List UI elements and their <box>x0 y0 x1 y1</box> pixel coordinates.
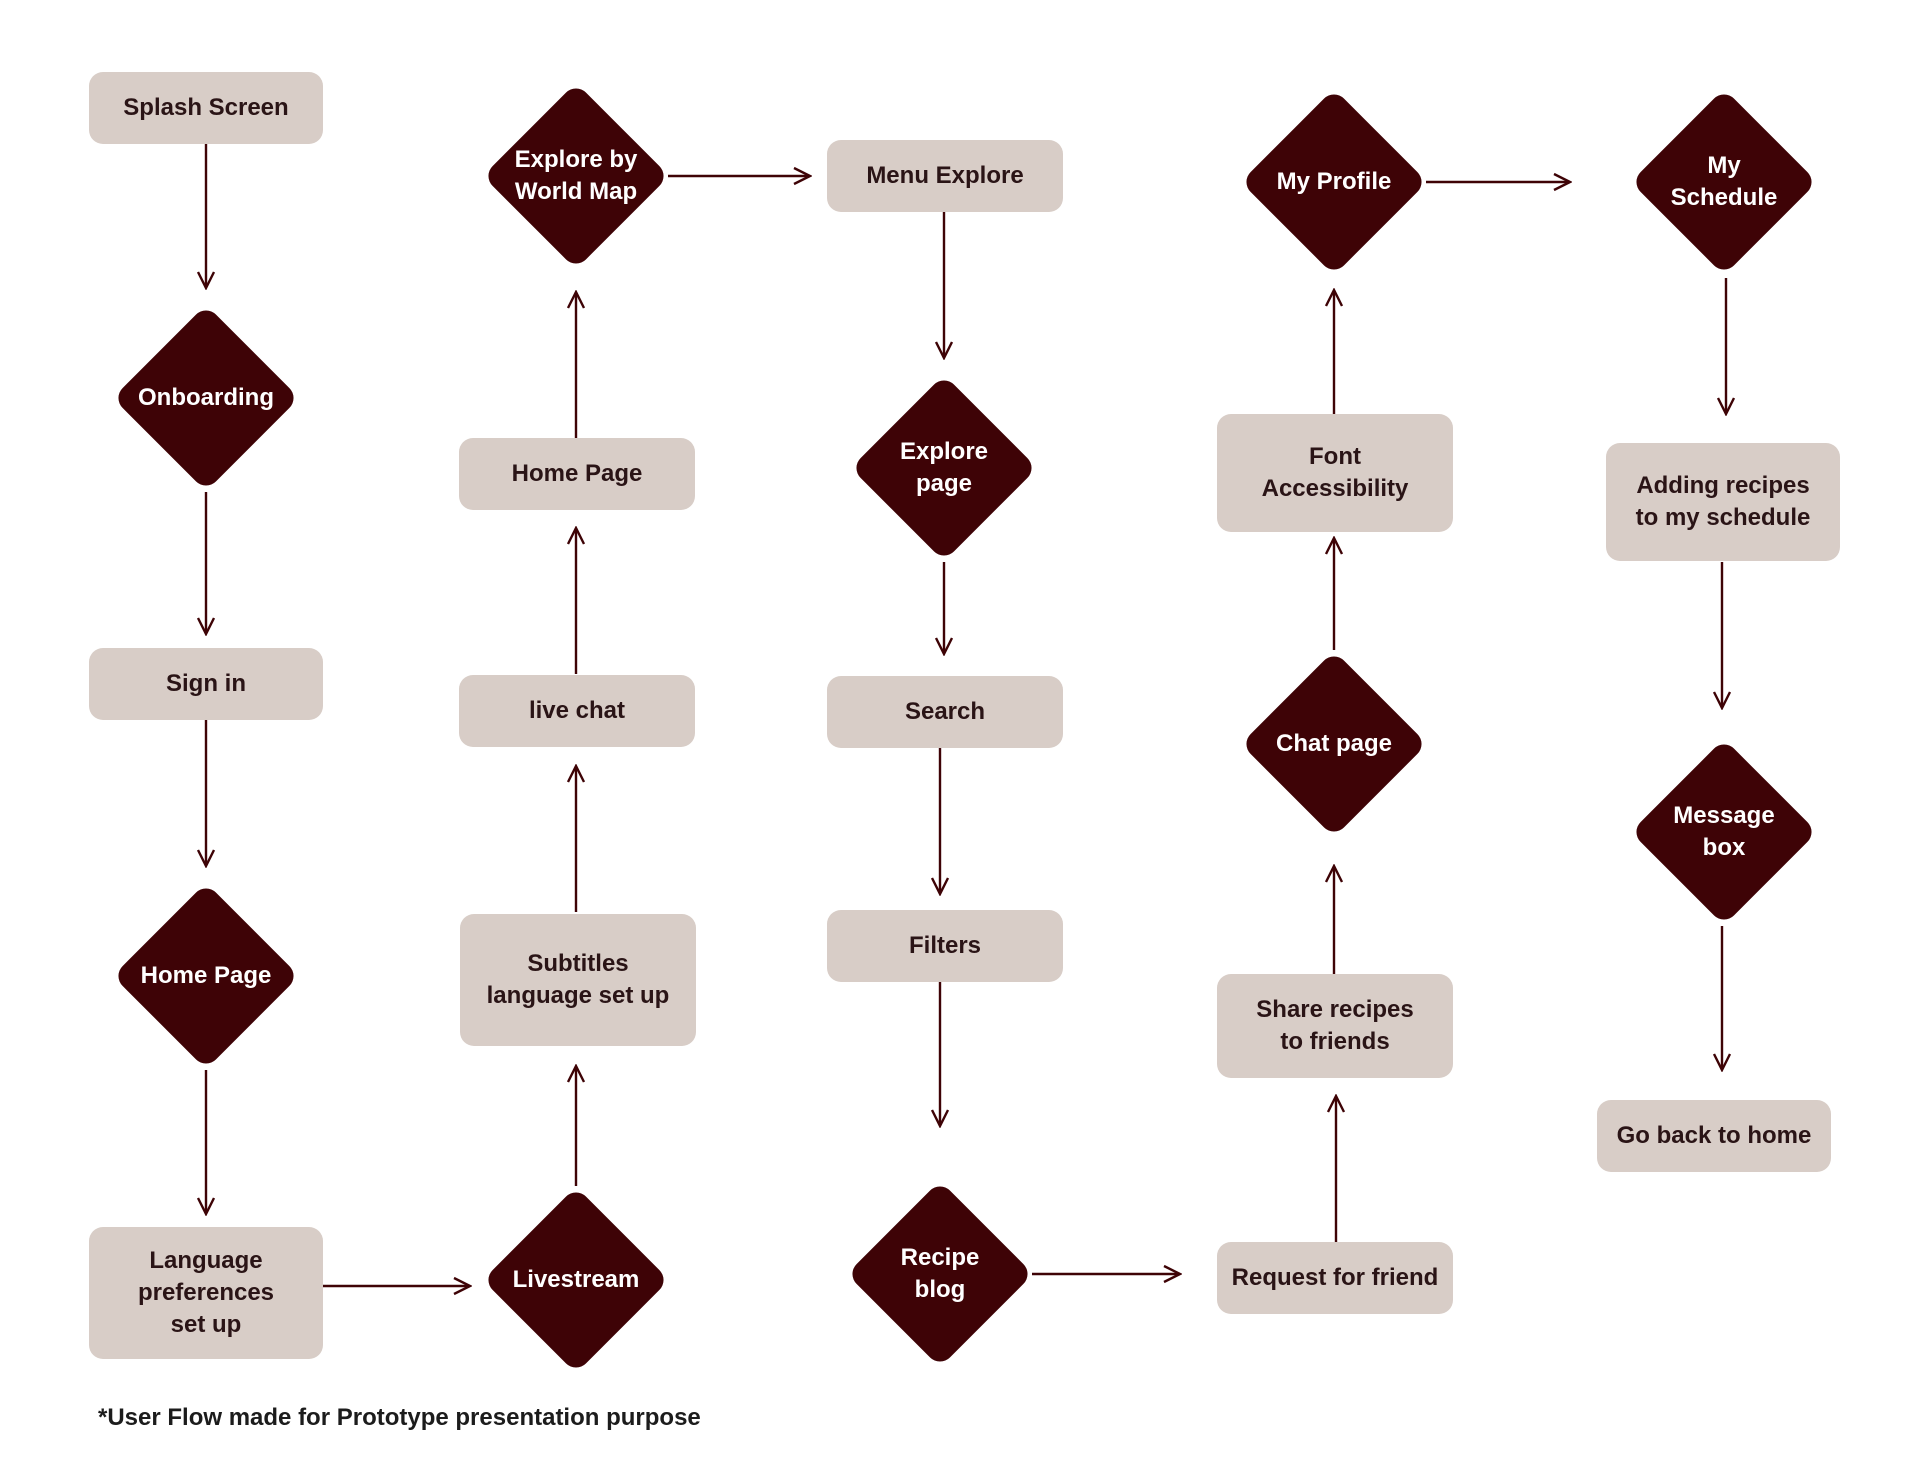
node-my-profile: My Profile <box>1240 88 1428 276</box>
node-label: My Schedule <box>1670 152 1778 211</box>
node-recipe-blog: Recipe blog <box>846 1180 1034 1368</box>
node-label: Menu Explore <box>866 162 1024 189</box>
node-label: Language preferences set up <box>137 1247 275 1338</box>
node-explore-world-map: Explore by World Map <box>482 82 670 270</box>
node-adding-recipes: Adding recipes to my schedule <box>1606 443 1840 561</box>
node-search: Search <box>827 676 1063 748</box>
node-home-page: Home Page <box>459 438 695 510</box>
node-label: live chat <box>528 697 626 724</box>
node-label: Recipe blog <box>900 1244 980 1303</box>
node-label: Font Accessibility <box>1261 443 1409 502</box>
node-label: Chat page <box>1275 730 1392 757</box>
node-font-accessibility: Font Accessibility <box>1217 414 1453 532</box>
node-label: Request for friend <box>1231 1264 1439 1291</box>
node-live-chat: live chat <box>459 675 695 747</box>
node-label: Explore page <box>899 438 989 497</box>
node-label: Home Page <box>511 460 643 487</box>
node-label: Home Page <box>140 962 272 989</box>
node-go-back-to-home: Go back to home <box>1597 1100 1831 1172</box>
node-share-recipes: Share recipes to friends <box>1217 974 1453 1078</box>
node-label: My Profile <box>1276 168 1392 195</box>
node-subtitles-language: Subtitles language set up <box>460 914 696 1046</box>
node-splash-screen: Splash Screen <box>89 72 323 144</box>
node-livestream: Livestream <box>482 1186 670 1374</box>
node-label: Go back to home <box>1616 1122 1812 1149</box>
node-label: Subtitles language set up <box>486 950 670 1009</box>
node-message-box: Message box <box>1630 738 1818 926</box>
node-label: Search <box>904 698 986 725</box>
node-label: Share recipes to friends <box>1256 996 1414 1055</box>
node-label: Adding recipes to my schedule <box>1635 472 1811 531</box>
node-label: Sign in <box>166 670 246 697</box>
node-label: Filters <box>908 932 982 959</box>
node-label: Livestream <box>512 1266 640 1293</box>
node-sign-in: Sign in <box>89 648 323 720</box>
node-request-for-friend: Request for friend <box>1217 1242 1453 1314</box>
node-home-page-decision: Home Page <box>112 882 300 1070</box>
node-menu-explore: Menu Explore <box>827 140 1063 212</box>
node-label: Splash Screen <box>123 94 289 121</box>
node-label: Explore by World Map <box>514 146 638 205</box>
node-onboarding: Onboarding <box>112 304 300 492</box>
node-chat-page: Chat page <box>1240 650 1428 838</box>
node-explore-page: Explore page <box>850 374 1038 562</box>
node-label: Onboarding <box>138 384 274 411</box>
node-my-schedule: My Schedule <box>1630 88 1818 276</box>
node-label: Message box <box>1673 802 1775 861</box>
footnote: *User Flow made for Prototype presentati… <box>98 1404 701 1431</box>
node-language-preferences: Language preferences set up <box>89 1227 323 1359</box>
node-filters: Filters <box>827 910 1063 982</box>
